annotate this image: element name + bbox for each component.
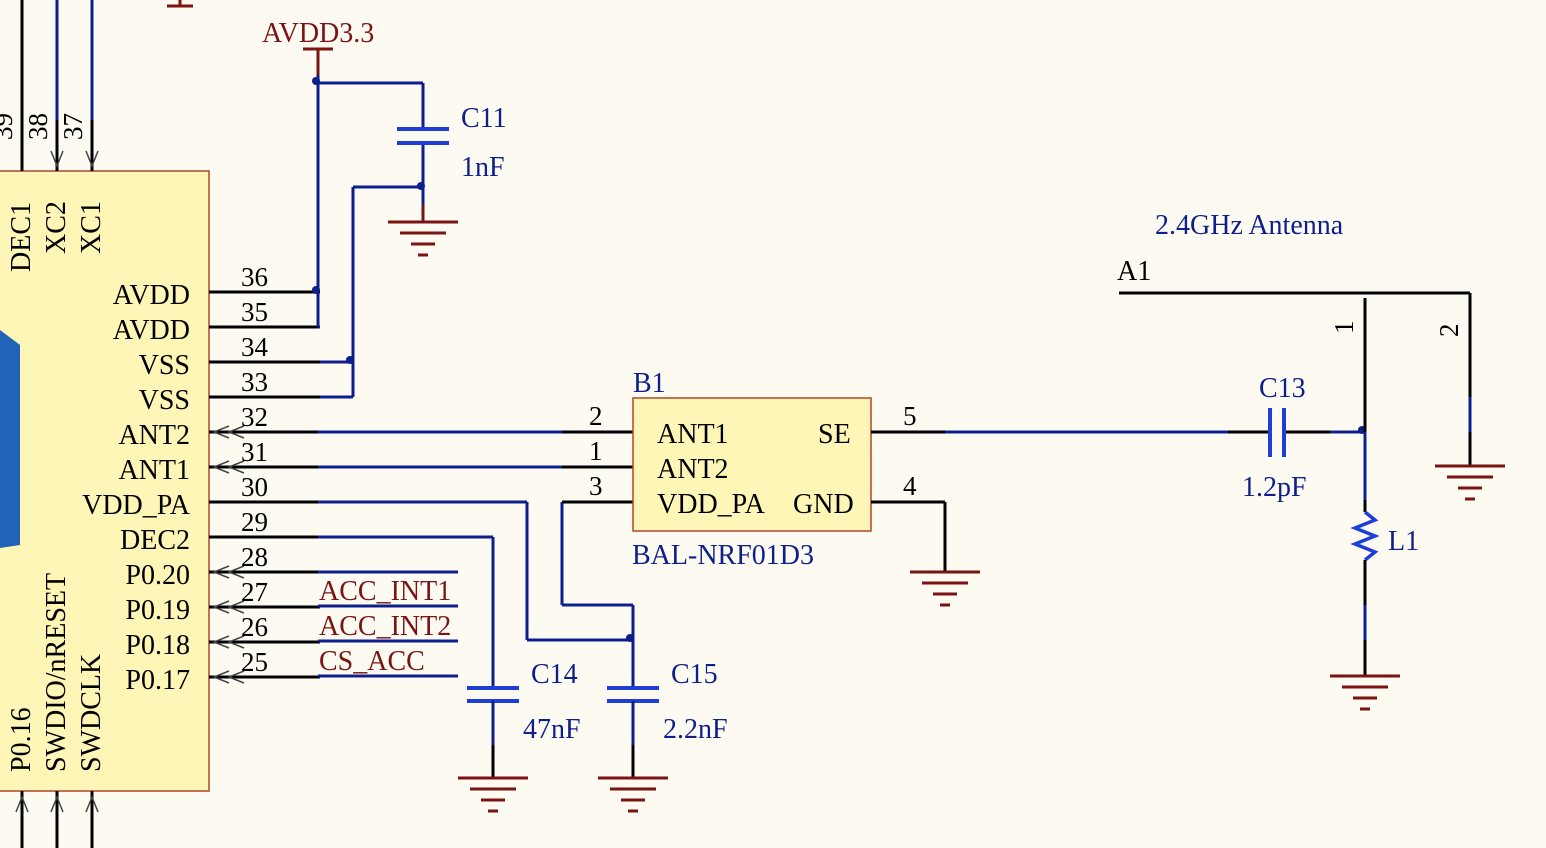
chip-logo-fragment <box>0 330 20 548</box>
balun-pin-num-vddpa: 3 <box>589 471 603 501</box>
mcu-pin-number: 31 <box>241 437 268 467</box>
antenna-title: 2.4GHz Antenna <box>1155 210 1344 241</box>
balun-body <box>632 397 872 532</box>
junction-dot <box>312 286 320 294</box>
junction-dot <box>417 182 425 190</box>
balun-pin-gnd: GND <box>793 489 854 520</box>
balun-gnd-wire <box>871 500 980 607</box>
mcu-body <box>0 170 210 792</box>
mcu-pin-name: P0.17 <box>125 665 190 696</box>
bidirectional-pin-arrow <box>211 635 245 649</box>
avdd-power-port <box>303 47 333 75</box>
c11-ref: C11 <box>461 103 507 134</box>
mcu-pin-number: 30 <box>241 472 268 502</box>
mcu-pin-number: 28 <box>241 542 268 572</box>
mcu-pin-name: VDD_PA <box>82 490 191 521</box>
balun-pin-num-gnd: 4 <box>903 471 917 501</box>
net-label-cs-acc: CS_ACC <box>319 646 425 677</box>
mcu-pin-name: P0.19 <box>125 595 190 626</box>
bidirectional-pin-arrow <box>211 425 245 439</box>
balun-ref: B1 <box>633 368 666 399</box>
pin-name-dec1: DEC1 <box>6 202 37 272</box>
c11-capacitor <box>397 127 449 145</box>
mcu-top-pins <box>20 0 99 171</box>
l1-inductor <box>1350 298 1380 676</box>
mcu-pin-name: ANT2 <box>118 420 190 451</box>
avdd-rail-wires <box>316 75 425 399</box>
mcu-pin-number: 33 <box>241 367 268 397</box>
balun-pin-num-se: 5 <box>903 401 917 431</box>
balun-part: BAL-NRF01D3 <box>632 540 814 571</box>
ground-symbol <box>458 776 528 813</box>
mcu-pin-number: 36 <box>241 262 268 292</box>
junction-dot <box>312 77 320 85</box>
mcu-pin-number: 25 <box>241 647 268 677</box>
ground-symbol-top <box>167 0 193 8</box>
antenna-pin-2: 2 <box>1434 324 1464 338</box>
net-label-acc-int1: ACC_INT1 <box>319 576 451 607</box>
c15-ref: C15 <box>671 659 718 690</box>
mcu-pin-name: VSS <box>139 350 190 381</box>
mcu-pin-name: ANT1 <box>118 455 190 486</box>
balun-pin-se: SE <box>818 419 851 450</box>
ground-symbol <box>1330 674 1400 711</box>
bidirectional-pin-arrow <box>211 670 245 684</box>
c15-value: 2.2nF <box>663 714 728 745</box>
mcu-right-pins: 36AVDD35AVDD34VSS33VSS32ANT231ANT130VDD_… <box>82 262 320 696</box>
bidirectional-pin-arrow <box>211 600 245 614</box>
c14-ref: C14 <box>531 659 578 690</box>
avdd-power-label: AVDD3.3 <box>262 18 374 49</box>
accel-net-wires <box>318 570 458 678</box>
mcu-pin-number: 29 <box>241 507 268 537</box>
c13-capacitor <box>1268 408 1365 457</box>
vdd-pa-net-wire <box>318 500 635 688</box>
mcu-pin-name: AVDD <box>113 280 190 311</box>
ground-symbol <box>598 776 668 813</box>
c11-value: 1nF <box>461 152 505 183</box>
junction-dot <box>346 356 354 364</box>
mcu-bottom-pins <box>15 791 99 848</box>
balun-pin-num-ant1: 2 <box>589 401 603 431</box>
c13-ref: C13 <box>1259 373 1306 404</box>
junction-dot <box>626 634 634 642</box>
l1-ref: L1 <box>1388 526 1419 557</box>
balun-pin-num-ant2: 1 <box>589 436 603 466</box>
ground-symbol <box>388 205 458 257</box>
net-label-acc-int2: ACC_INT2 <box>319 611 451 642</box>
mcu-pin-name: VSS <box>139 385 190 416</box>
c13-value: 1.2pF <box>1242 472 1307 503</box>
pin-num-39: 39 <box>0 113 18 140</box>
pin-num-37: 37 <box>58 113 88 140</box>
antenna-pin-1: 1 <box>1329 321 1359 335</box>
pin-name-p016: P0.16 <box>6 707 37 772</box>
bidirectional-pin-arrow <box>211 565 245 579</box>
antenna-symbol <box>1119 291 1505 501</box>
mcu-pin-name: P0.20 <box>125 560 190 591</box>
balun-pin-vddpa: VDD_PA <box>657 489 766 520</box>
bidirectional-pin-arrow <box>211 460 245 474</box>
dec2-net-wire <box>318 535 495 688</box>
pin-name-swdio: SWDIO/nRESET <box>41 573 72 772</box>
mcu-pin-number: 34 <box>241 332 269 362</box>
mcu-pin-name: AVDD <box>113 315 190 346</box>
pin-num-38: 38 <box>23 113 53 140</box>
mcu-pin-number: 32 <box>241 402 268 432</box>
mcu-pin-name: P0.18 <box>125 630 190 661</box>
balun-pin-ant2: ANT2 <box>657 454 729 485</box>
balun-pin-ant1: ANT1 <box>657 419 729 450</box>
c15-capacitor <box>607 686 659 778</box>
pin-name-xc2: XC2 <box>41 201 72 254</box>
mcu-pin-number: 27 <box>241 577 268 607</box>
mcu-pin-name: DEC2 <box>120 525 190 556</box>
pin-name-swdclk: SWDCLK <box>76 654 107 772</box>
c14-capacitor <box>467 686 519 778</box>
pin-name-xc1: XC1 <box>76 201 107 254</box>
c14-value: 47nF <box>523 714 581 745</box>
mcu-pin-number: 35 <box>241 297 268 327</box>
antenna-ref: A1 <box>1117 256 1151 287</box>
mcu-pin-number: 26 <box>241 612 268 642</box>
